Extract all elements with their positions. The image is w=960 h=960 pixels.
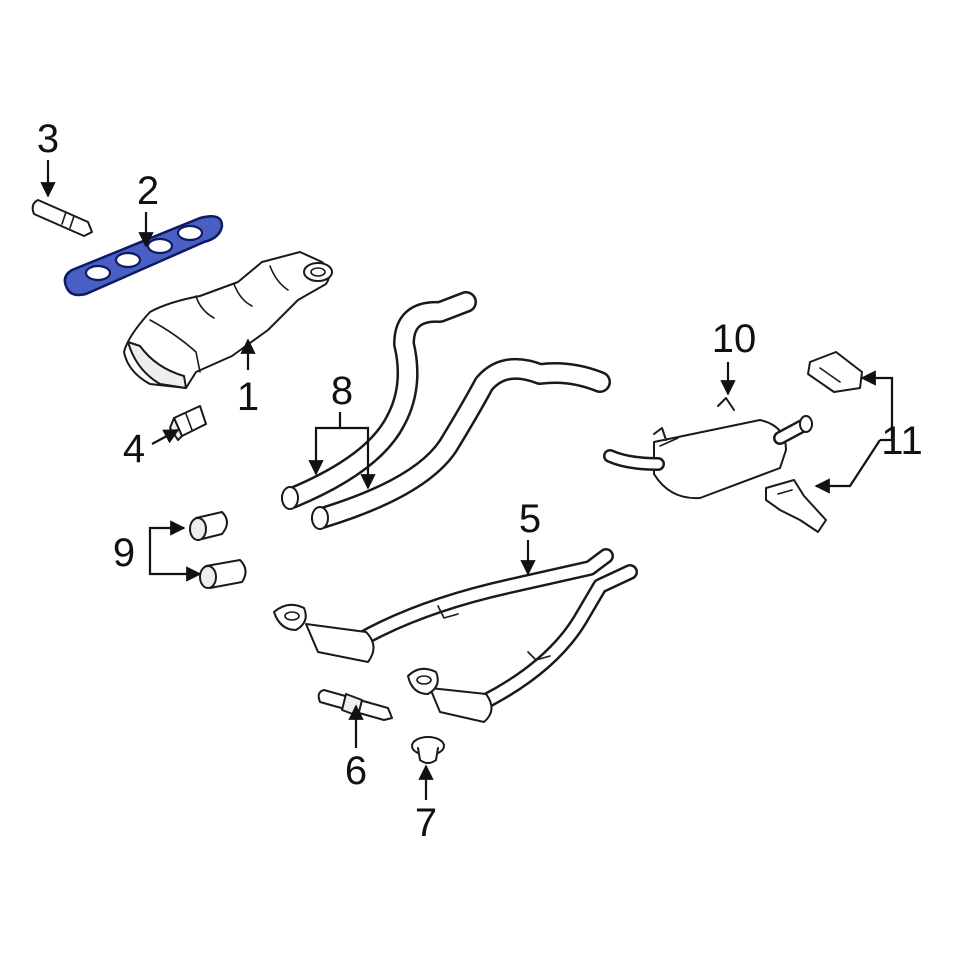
callout-4: 4 <box>123 427 145 471</box>
clip-part-4[interactable] <box>169 405 207 441</box>
muffler-part-10[interactable] <box>603 397 813 500</box>
insulator-part-9-upper[interactable] <box>189 511 228 541</box>
hanger-part-11-upper[interactable] <box>807 351 863 393</box>
nut-part-7[interactable] <box>411 736 445 764</box>
hanger-part-11-lower[interactable] <box>765 479 827 533</box>
manifold-gasket-part-2[interactable] <box>63 215 224 297</box>
callout-7: 7 <box>415 801 437 845</box>
exhaust-pipes-part-8[interactable] <box>281 291 611 530</box>
callout-1: 1 <box>237 375 259 419</box>
stud-part-3[interactable] <box>31 199 93 237</box>
callout-5: 5 <box>519 497 541 541</box>
callout-10: 10 <box>712 317 757 361</box>
callout-8: 8 <box>331 369 353 413</box>
leader-lines <box>40 160 894 800</box>
y-pipe-part-5[interactable] <box>273 548 638 723</box>
callout-11: 11 <box>881 419 923 463</box>
insulator-part-9-lower[interactable] <box>199 559 247 589</box>
callout-2: 2 <box>137 169 159 213</box>
callout-labels: 3 2 1 4 8 9 5 6 7 10 11 <box>37 117 923 845</box>
callout-3: 3 <box>37 117 59 161</box>
exhaust-manifold-part-1[interactable] <box>123 251 333 389</box>
callout-9: 9 <box>113 531 135 575</box>
callout-6: 6 <box>345 749 367 793</box>
